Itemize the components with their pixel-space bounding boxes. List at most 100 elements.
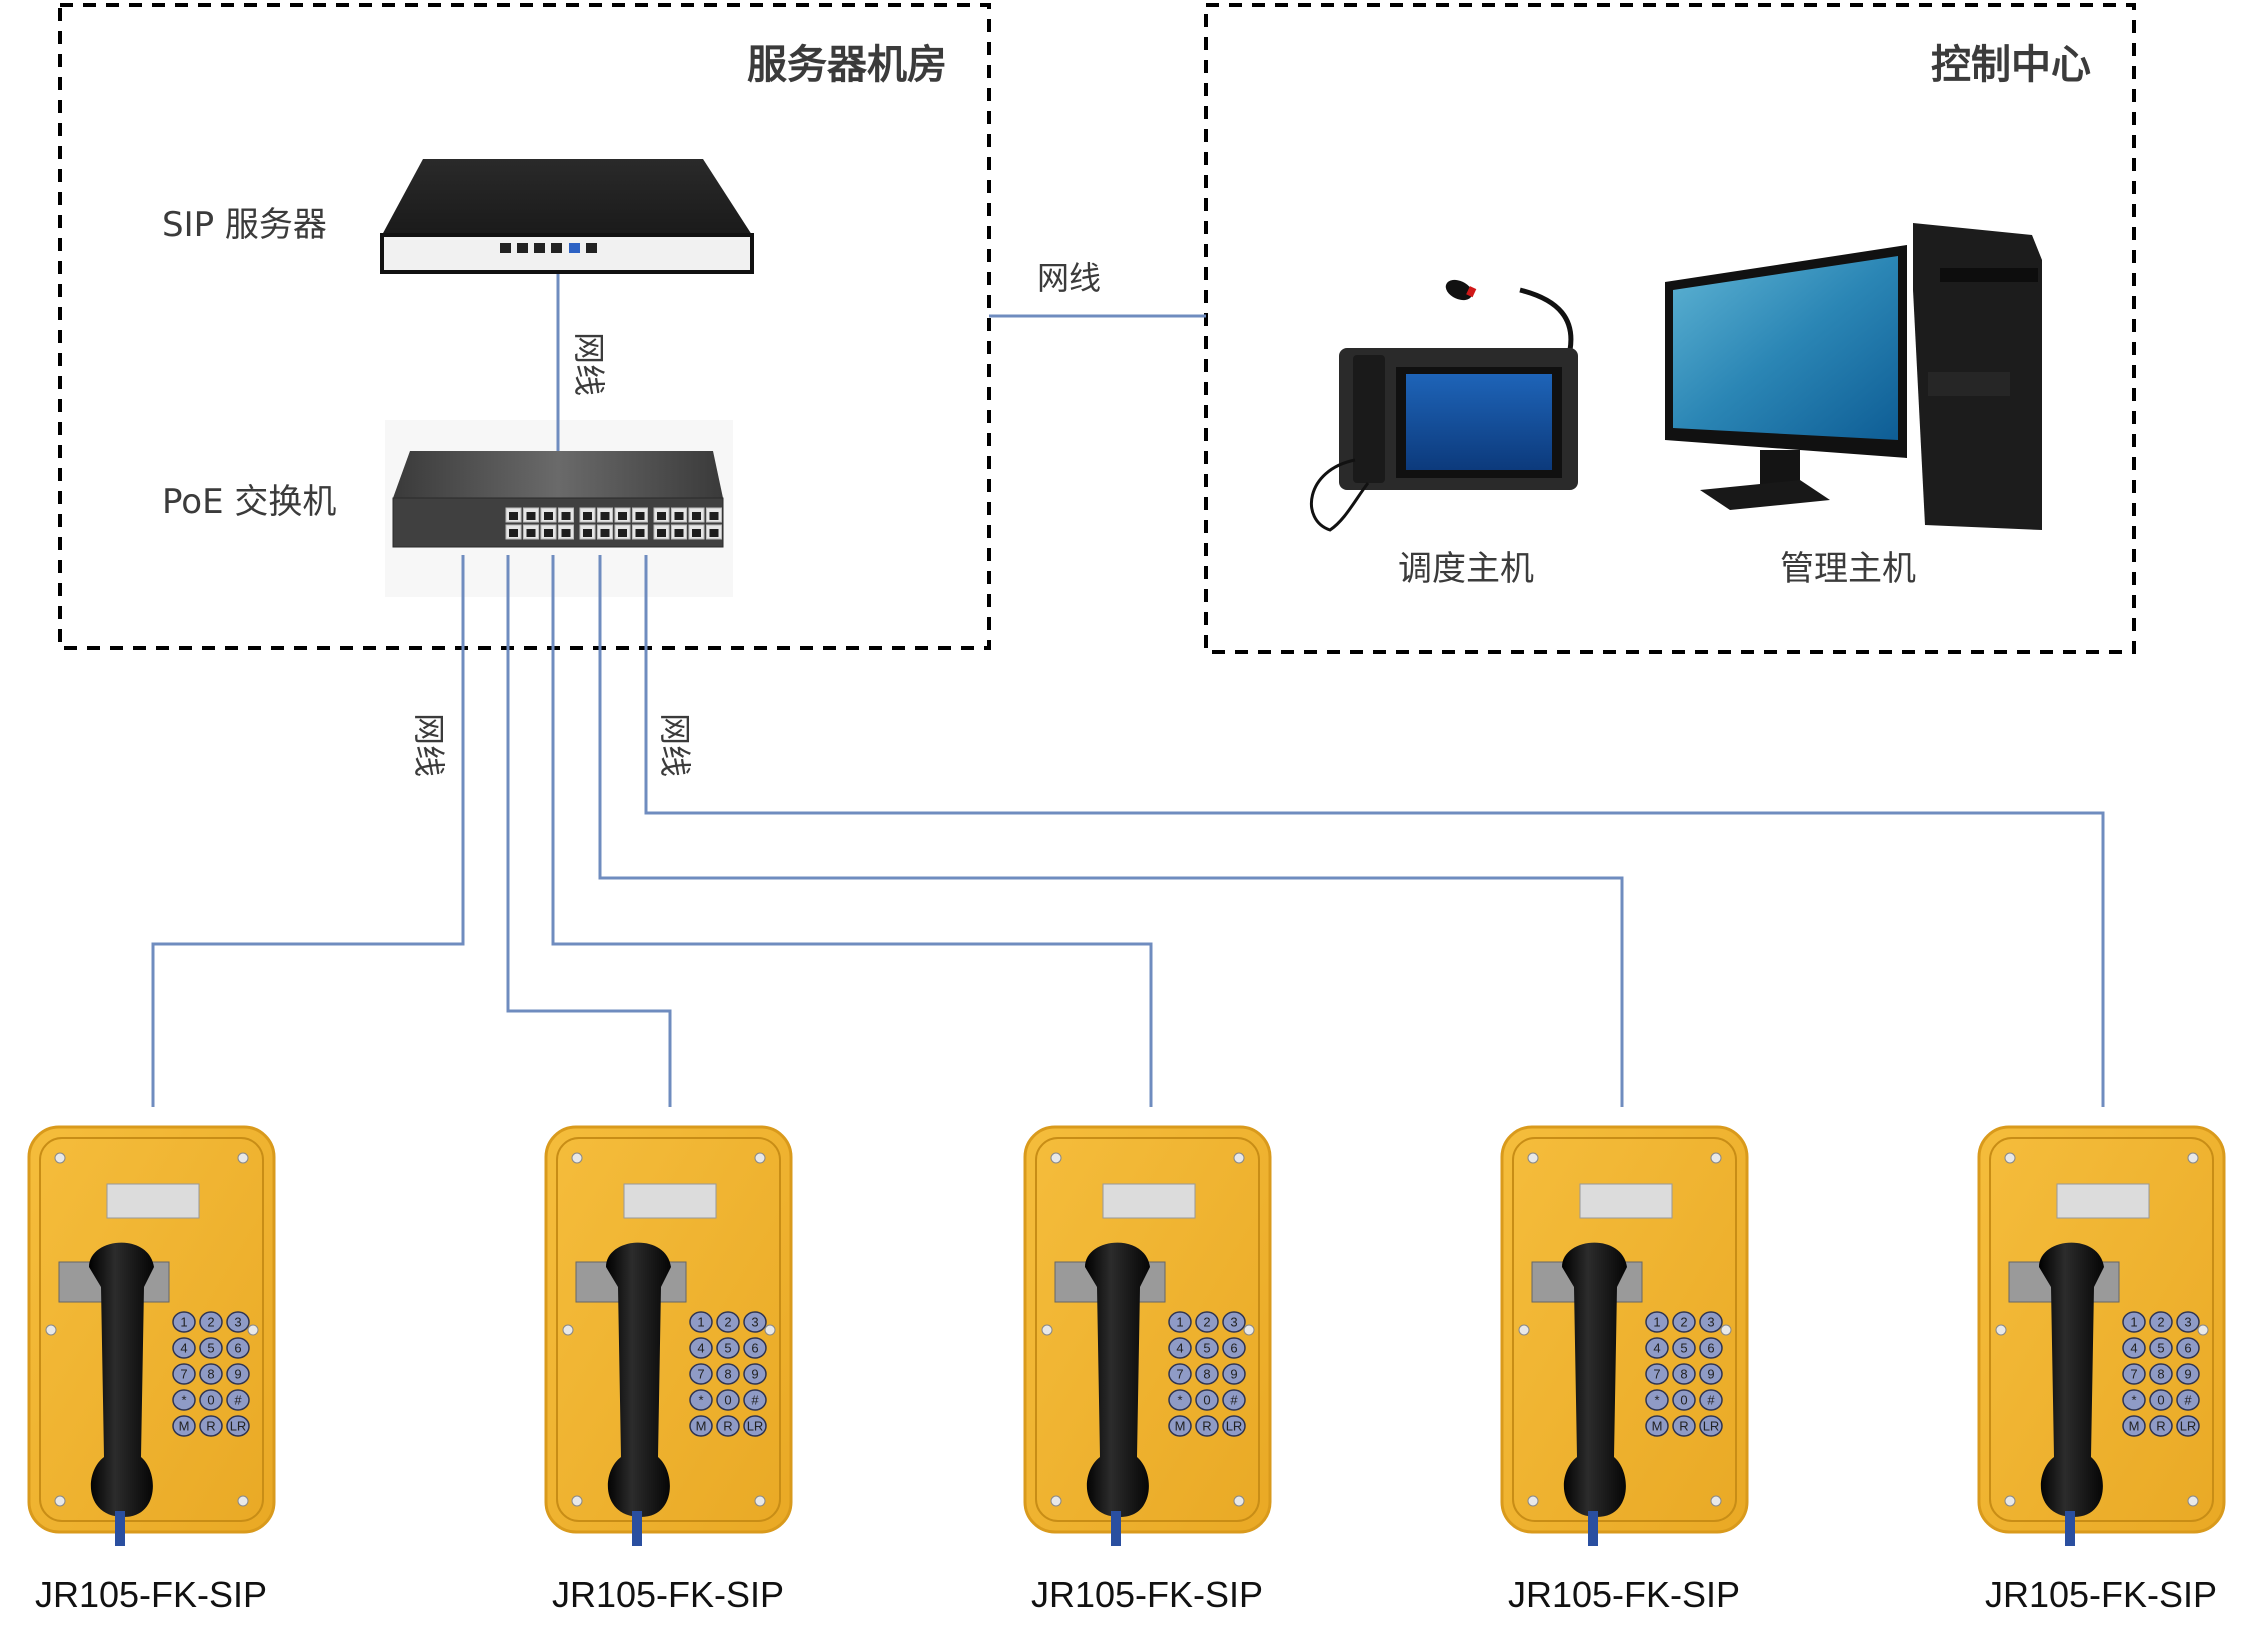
wire-label-phones-right: 网线: [656, 713, 694, 777]
switch-port-jack: [561, 529, 571, 537]
switch-port-jack: [635, 529, 645, 537]
switch-port-jack: [657, 512, 666, 520]
dispatch-console-icon: [1309, 279, 1578, 532]
keypad-key: [2149, 1337, 2173, 1359]
keypad-key: [743, 1363, 767, 1385]
wire-phone-2: [506, 555, 672, 1107]
switch-port-jack: [635, 512, 645, 520]
keypad-key-label: *: [181, 1393, 186, 1408]
keypad-key-label: 2: [724, 1315, 731, 1330]
keypad-key-label: 0: [2157, 1393, 2164, 1408]
switch-port-jack: [544, 512, 553, 520]
keypad-key: [1168, 1337, 1192, 1359]
keypad-key-label: 8: [207, 1367, 214, 1382]
server-room-zone: [58, 3, 991, 650]
keypad-key-label: 5: [724, 1341, 731, 1356]
keypad-key-label: 3: [234, 1315, 241, 1330]
keypad-key: [2149, 1363, 2173, 1385]
keypad-key-label: *: [2131, 1393, 2136, 1408]
switch-port-jack: [692, 512, 701, 520]
phone-icon: [27, 1125, 276, 1548]
keypad-key: [2176, 1337, 2200, 1359]
keypad-key: [1645, 1311, 1669, 1333]
keypad-key: [1645, 1337, 1669, 1359]
keypad-key: [743, 1389, 767, 1411]
keypad-key-label: 7: [1653, 1367, 1660, 1382]
phone-model-label: JR105-FK-SIP: [1985, 1574, 2217, 1615]
keypad-key: [226, 1415, 250, 1437]
keypad-key-label: 6: [1707, 1341, 1714, 1356]
keypad-key: [2122, 1389, 2146, 1411]
keypad-key: [1672, 1311, 1696, 1333]
switch-port-jack: [526, 512, 536, 520]
keypad-key-label: R: [1202, 1419, 1211, 1434]
switch-port-jack: [509, 512, 518, 520]
keypad-key: [743, 1337, 767, 1359]
keypad-key: [743, 1415, 767, 1437]
keypad-key: [172, 1415, 196, 1437]
keypad-key-label: LR: [1226, 1419, 1243, 1434]
keypad-key: [689, 1337, 713, 1359]
keypad-key: [1222, 1363, 1246, 1385]
switch-port-jack: [618, 512, 627, 520]
control-center-zone: [1204, 3, 2136, 654]
keypad-key-label: 1: [1653, 1315, 1660, 1330]
wire-label-phones-left: 网线: [410, 713, 448, 777]
keypad-key: [1699, 1415, 1723, 1437]
phone-icon: [544, 1125, 793, 1548]
keypad-key: [2122, 1337, 2146, 1359]
keypad-key: [199, 1363, 223, 1385]
keypad-key-label: 4: [180, 1341, 187, 1356]
keypad-key: [226, 1311, 250, 1333]
keypad-key-label: 3: [1230, 1315, 1237, 1330]
keypad-key: [689, 1415, 713, 1437]
keypad-key: [2149, 1389, 2173, 1411]
keypad-key-label: 2: [1680, 1315, 1687, 1330]
keypad-key-label: 4: [2130, 1341, 2137, 1356]
keypad-key: [1222, 1415, 1246, 1437]
keypad-key-label: 4: [1653, 1341, 1660, 1356]
keypad-key: [1699, 1389, 1723, 1411]
switch-port-jack: [618, 529, 627, 537]
wire-phone-4: [598, 555, 1624, 1107]
keypad-key-label: LR: [2180, 1419, 2197, 1434]
sip-server-icon: [380, 159, 754, 274]
keypad-key-label: 9: [234, 1367, 241, 1382]
keypad-key: [199, 1389, 223, 1411]
keypad-key: [1195, 1389, 1219, 1411]
keypad-key: [199, 1415, 223, 1437]
control-center-title: 控制中心: [1931, 42, 2091, 88]
keypad-key-label: M: [1175, 1419, 1186, 1434]
keypad-key: [172, 1337, 196, 1359]
keypad-key: [1195, 1311, 1219, 1333]
keypad-key: [172, 1311, 196, 1333]
phone-model-label: JR105-FK-SIP: [552, 1574, 784, 1615]
sip-server-label: SIP 服务器: [162, 205, 327, 245]
switch-port-jack: [544, 529, 553, 537]
switch-port-jack: [709, 512, 719, 520]
keypad-key: [743, 1311, 767, 1333]
keypad-key-label: 3: [1707, 1315, 1714, 1330]
keypad-key-label: M: [2129, 1419, 2140, 1434]
keypad-key-label: 7: [180, 1367, 187, 1382]
switch-port-jack: [600, 529, 610, 537]
keypad-key: [1222, 1389, 1246, 1411]
dispatch-host-label: 调度主机: [1398, 549, 1534, 589]
switch-port-jack: [600, 512, 610, 520]
keypad-key-label: R: [723, 1419, 732, 1434]
keypad-key: [226, 1389, 250, 1411]
keypad-key-label: 5: [1203, 1341, 1210, 1356]
switch-port-jack: [561, 512, 571, 520]
desktop-computer-icon: [1665, 223, 2042, 530]
keypad-key: [716, 1311, 740, 1333]
keypad-key-label: *: [698, 1393, 703, 1408]
keypad-key: [1672, 1415, 1696, 1437]
keypad-key: [1645, 1363, 1669, 1385]
wires: [151, 274, 2105, 1107]
keypad-key-label: 7: [2130, 1367, 2137, 1382]
keypad-key-label: 3: [2184, 1315, 2191, 1330]
keypad-key-label: 3: [751, 1315, 758, 1330]
